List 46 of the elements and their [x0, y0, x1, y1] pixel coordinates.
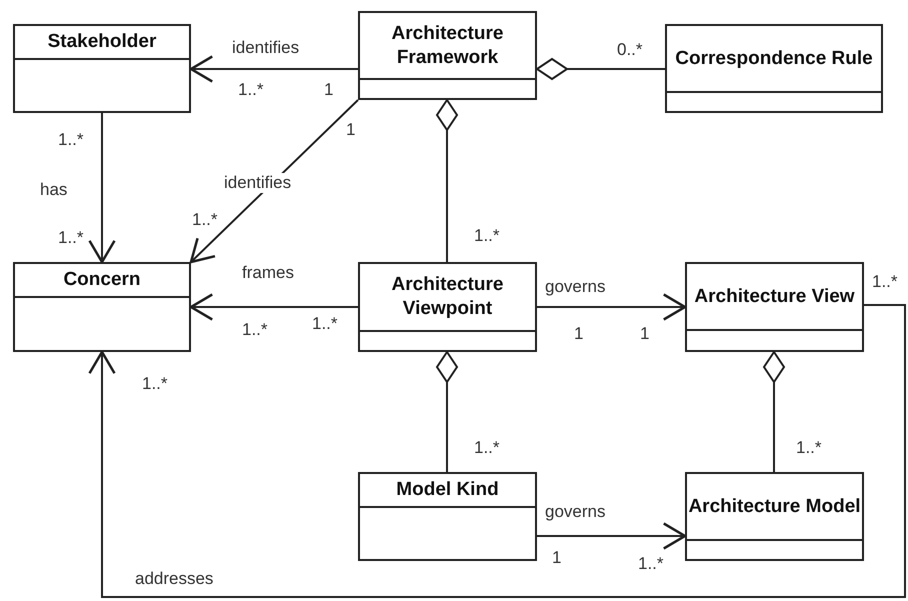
multiplicity-label: 1..* [57, 228, 85, 248]
class-name: Architecture Framework [390, 22, 504, 70]
class-box [13, 24, 191, 113]
association-arrow [190, 99, 359, 264]
class-box [358, 11, 537, 100]
multiplicity-label: 1 [323, 80, 334, 100]
association-arrow [190, 55, 358, 83]
class-name: Stakeholder [48, 30, 156, 54]
multiplicity-label: 1..* [311, 314, 339, 334]
multiplicity-label: 1 [573, 324, 584, 344]
class-box [358, 262, 537, 352]
multiplicity-label: 1 [551, 548, 562, 568]
multiplicity-label: 1..* [473, 438, 501, 458]
association-arrow [88, 304, 906, 598]
aggregation-line [436, 99, 458, 262]
class-box [685, 472, 864, 561]
multiplicity-label: 1..* [237, 80, 265, 100]
association-arrow [537, 293, 686, 321]
class-name: Architecture Model [688, 494, 861, 518]
class-name: Architecture View [694, 284, 855, 308]
association-arrow [537, 522, 686, 550]
multiplicity-label: 1..* [241, 320, 269, 340]
class-name: Concern [63, 268, 141, 292]
multiplicity-label: 1..* [473, 226, 501, 246]
multiplicity-label: 1..* [795, 438, 823, 458]
class-name: Model Kind [396, 478, 499, 502]
class-box [13, 262, 191, 352]
class-box [685, 262, 864, 352]
association-arrow [88, 113, 116, 264]
multiplicity-label: 1..* [637, 554, 665, 574]
multiplicity-label: 1..* [57, 130, 85, 150]
multiplicity-label: 1 [639, 324, 650, 344]
class-name: Correspondence Rule [675, 46, 873, 70]
edge-label: identifies [222, 173, 294, 193]
multiplicity-label: 0..* [616, 40, 644, 60]
multiplicity-label: 1..* [141, 374, 169, 394]
multiplicity-label: 1..* [191, 210, 219, 230]
class-name: Architecture Viewpoint [390, 273, 504, 321]
aggregation-line [763, 351, 785, 472]
aggregation-line [536, 58, 665, 80]
aggregation-line [436, 351, 458, 472]
association-arrow [190, 293, 358, 321]
class-box [358, 472, 537, 561]
class-box [665, 24, 883, 113]
multiplicity-label: 1 [345, 120, 356, 140]
multiplicity-label: 1..* [871, 272, 899, 292]
